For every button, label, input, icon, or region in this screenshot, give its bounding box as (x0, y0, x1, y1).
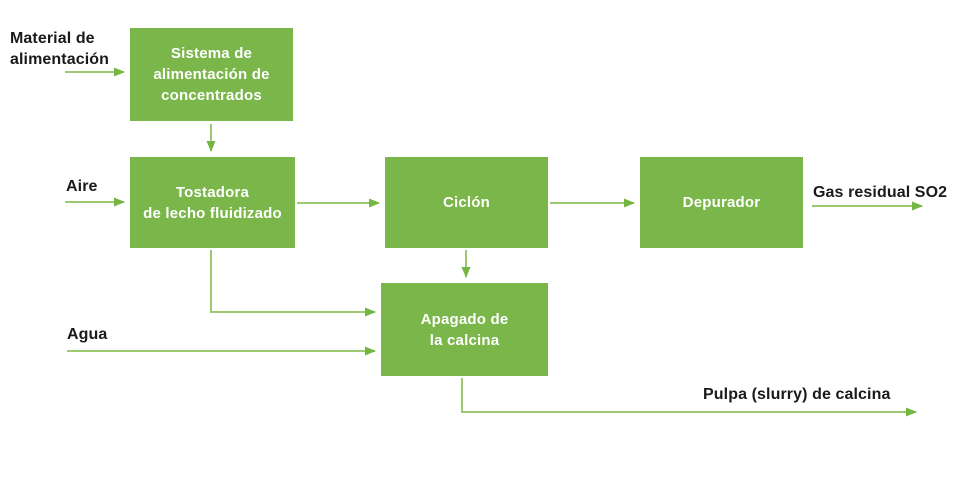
node-roaster-label: Tostadora de lecho fluidizado (143, 183, 282, 222)
node-quench: Apagado de la calcina (381, 283, 548, 376)
arrow-roaster-to-quench-elbow (210, 250, 376, 317)
label-slurry: Pulpa (slurry) de calcina (703, 386, 891, 403)
label-air: Aire (66, 178, 98, 195)
node-roaster: Tostadora de lecho fluidizado (130, 157, 295, 248)
node-scrubber: Depurador (640, 157, 803, 248)
label-feed-material: Material de alimentación (10, 30, 110, 68)
label-waste-gas: Gas residual SO2 (813, 184, 948, 201)
label-water: Agua (67, 326, 108, 343)
node-feed-system: Sistema de alimentación de concentrados (130, 28, 293, 121)
node-feed-system-label: Sistema de alimentación de concentrados (153, 45, 270, 104)
node-scrubber-label: Depurador (682, 194, 761, 211)
arrow-quench-to-slurry-elbow (461, 378, 917, 417)
node-cyclone-label: Ciclón (442, 194, 491, 211)
node-quench-label: Apagado de la calcina (420, 310, 509, 349)
node-cyclone: Ciclón (385, 157, 548, 248)
